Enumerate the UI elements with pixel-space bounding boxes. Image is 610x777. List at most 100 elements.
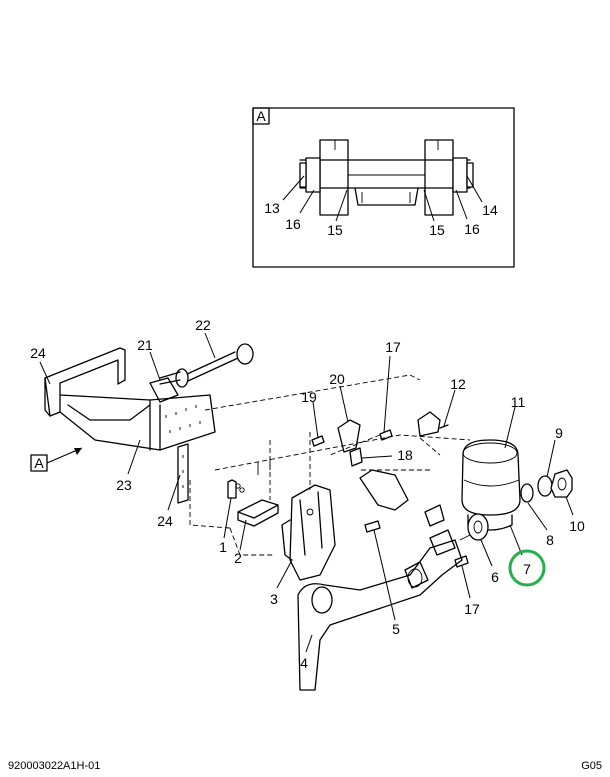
frame-rail-mid bbox=[214, 434, 471, 471]
bolt-19 bbox=[311, 435, 325, 447]
callout-9: 9 bbox=[555, 425, 563, 441]
valve-body-18 bbox=[349, 447, 363, 467]
leader-18 bbox=[361, 455, 393, 459]
crossmember-clamp bbox=[149, 377, 179, 403]
bolt-17-bottom bbox=[454, 555, 469, 568]
detail-right-bolt-end bbox=[466, 162, 474, 188]
leader-10 bbox=[565, 496, 574, 516]
nut-10-bore bbox=[557, 477, 567, 491]
detail-left-bracket bbox=[319, 139, 349, 216]
washer-9 bbox=[537, 475, 553, 497]
bolt-12 bbox=[439, 424, 449, 429]
leader-1 bbox=[223, 497, 232, 539]
callout-12: 12 bbox=[450, 376, 466, 392]
air-spring-bellow bbox=[461, 439, 521, 516]
washer-1b bbox=[239, 487, 245, 493]
view-a-marker: A bbox=[34, 455, 44, 471]
callout-19: 19 bbox=[301, 389, 317, 405]
detail-inner-lines bbox=[334, 140, 439, 176]
callout-13: 13 bbox=[264, 200, 280, 216]
leader-17-bottom bbox=[461, 565, 471, 599]
leader-detail-15-right bbox=[423, 189, 435, 222]
plate-2 bbox=[237, 499, 279, 519]
callout-15-right: 15 bbox=[429, 222, 445, 238]
leader-24-top bbox=[39, 361, 51, 385]
plate-2-edge bbox=[237, 504, 279, 527]
washer-1a bbox=[235, 483, 241, 489]
leader-23 bbox=[127, 439, 141, 475]
callout-15-left: 15 bbox=[327, 222, 343, 238]
frame-rail-uprights bbox=[269, 432, 311, 500]
mount-guide bbox=[229, 527, 275, 556]
shock-eye-left bbox=[175, 368, 189, 388]
leader-19 bbox=[312, 401, 319, 439]
detail-left-nut bbox=[305, 157, 321, 193]
detail-center-lines bbox=[361, 192, 411, 203]
leader-20 bbox=[339, 385, 349, 423]
leader-4 bbox=[305, 634, 313, 653]
frame-rail-left-end bbox=[189, 480, 231, 529]
hanger-hole bbox=[306, 508, 314, 516]
crossmember-body bbox=[59, 394, 216, 451]
spring-mount-stud bbox=[459, 534, 471, 541]
main-assembly: A 24 21 22 17 20 19 12 11 9 bbox=[30, 317, 585, 691]
callout-21: 21 bbox=[137, 337, 153, 353]
callout-1: 1 bbox=[219, 539, 227, 555]
callout-2: 2 bbox=[234, 550, 242, 566]
leader-17-top bbox=[383, 355, 391, 433]
leader-2 bbox=[239, 519, 247, 551]
detail-a-tag: A bbox=[256, 108, 266, 124]
shock-rod bbox=[184, 351, 239, 382]
view-a-arrowhead bbox=[74, 448, 82, 455]
center-bracket-5 bbox=[359, 469, 409, 511]
shock-eye-right bbox=[236, 343, 254, 365]
crossmember-top bbox=[44, 347, 126, 417]
callout-11: 11 bbox=[511, 394, 526, 410]
washer-6 bbox=[467, 513, 489, 541]
callout-7: 7 bbox=[523, 561, 531, 577]
callout-4: 4 bbox=[300, 655, 308, 671]
bolt-17-top bbox=[379, 429, 393, 441]
sheet-number: G05 bbox=[581, 760, 602, 772]
leader-12 bbox=[443, 389, 456, 427]
leader-21 bbox=[149, 351, 161, 381]
callout-23: 23 bbox=[116, 477, 132, 493]
detail-right-nut bbox=[452, 157, 468, 193]
crossmember-holes bbox=[165, 405, 201, 433]
washer-8 bbox=[520, 483, 534, 503]
detail-left-bolt-end bbox=[299, 162, 307, 188]
detail-center-block bbox=[354, 187, 419, 206]
callout-18: 18 bbox=[397, 447, 413, 463]
callout-24-top: 24 bbox=[30, 345, 46, 361]
hanger-bracket bbox=[289, 484, 336, 581]
hanger-ribs bbox=[299, 491, 323, 556]
leader-5 bbox=[373, 529, 396, 621]
leader-6 bbox=[480, 539, 493, 567]
detail-a-tag-box bbox=[252, 107, 270, 125]
leader-7 bbox=[509, 524, 523, 556]
detail-a-frame bbox=[252, 107, 515, 268]
callout-8: 8 bbox=[546, 532, 554, 548]
callout-22: 22 bbox=[195, 317, 211, 333]
air-spring-fold bbox=[463, 479, 520, 487]
bracket-guides bbox=[329, 434, 441, 471]
axle-seat-bore bbox=[407, 568, 423, 588]
callout-20: 20 bbox=[329, 371, 345, 387]
callout-3: 3 bbox=[270, 591, 278, 607]
callout-17-bottom: 17 bbox=[464, 601, 480, 617]
leader-detail-15-left bbox=[335, 189, 348, 222]
upper-mount-12 bbox=[417, 411, 441, 437]
trailing-arm bbox=[297, 539, 463, 691]
bolt-5 bbox=[364, 520, 381, 533]
drawing-id: 920003022A1H-01 bbox=[8, 760, 100, 772]
leader-8 bbox=[527, 502, 548, 531]
bracket-clip bbox=[424, 504, 445, 527]
detail-right-bracket bbox=[424, 139, 454, 216]
leader-9 bbox=[546, 439, 556, 478]
leader-24-bottom bbox=[167, 474, 181, 511]
bolt-1 bbox=[227, 479, 237, 499]
air-spring-top bbox=[462, 442, 518, 464]
leader-11 bbox=[504, 406, 516, 449]
nut-10 bbox=[550, 469, 573, 498]
washer-6-bore bbox=[473, 520, 483, 534]
